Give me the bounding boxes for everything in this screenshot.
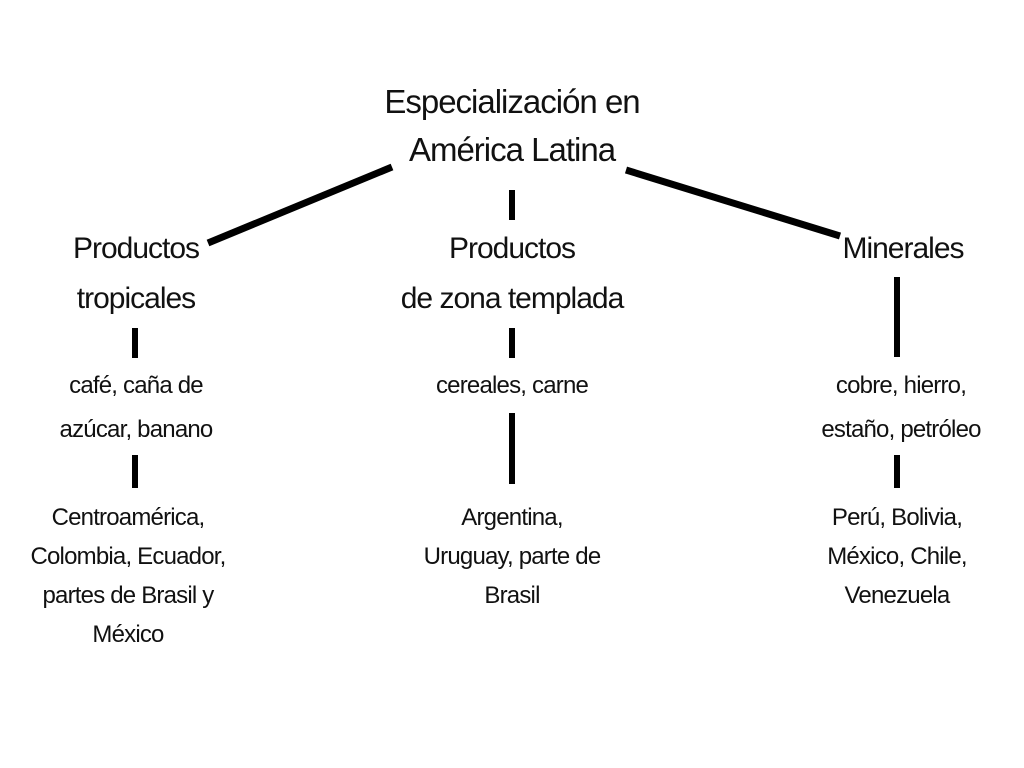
places-line: partes de Brasil y bbox=[42, 582, 214, 609]
places-line: Brasil bbox=[484, 582, 540, 609]
places-line: Colombia, Ecuador, bbox=[30, 543, 226, 570]
places-node-tropicales: Centroamérica, Colombia, Ecuador, partes… bbox=[30, 498, 226, 654]
root-node: Especialización en América Latina bbox=[384, 78, 640, 174]
places-node-templada: Argentina, Uruguay, parte de Brasil bbox=[423, 498, 602, 615]
category-line: Minerales bbox=[842, 232, 964, 265]
category-line: tropicales bbox=[76, 282, 196, 315]
places-line: México bbox=[92, 621, 164, 648]
products-node-tropicales: café, caña de azúcar, banano bbox=[59, 364, 214, 452]
products-node-minerales: cobre, hierro, estaño, petróleo bbox=[821, 364, 981, 452]
category-line: Productos bbox=[72, 232, 200, 265]
places-line: Venezuela bbox=[844, 582, 951, 609]
products-line: café, caña de bbox=[69, 372, 204, 399]
products-line: cobre, hierro, bbox=[835, 372, 967, 399]
category-node-tropicales: Productos tropicales bbox=[72, 224, 200, 324]
root-title-line-1: Especialización en bbox=[384, 83, 640, 120]
products-line: estaño, petróleo bbox=[821, 416, 981, 443]
connector-root-tropicales bbox=[206, 163, 394, 247]
category-node-minerales: Minerales bbox=[842, 224, 964, 274]
category-line: de zona templada bbox=[400, 282, 625, 315]
root-title-line-2: América Latina bbox=[408, 131, 616, 168]
products-line: cereales, carne bbox=[435, 372, 589, 399]
places-line: México, Chile, bbox=[827, 543, 967, 570]
places-line: Uruguay, parte de bbox=[423, 543, 602, 570]
products-line: azúcar, banano bbox=[59, 416, 214, 443]
products-node-templada: cereales, carne bbox=[435, 364, 589, 408]
places-line: Perú, Bolivia, bbox=[831, 504, 963, 531]
places-node-minerales: Perú, Bolivia, México, Chile, Venezuela bbox=[827, 498, 967, 615]
category-node-templada: Productos de zona templada bbox=[400, 224, 625, 324]
places-line: Centroamérica, bbox=[51, 504, 206, 531]
connector-root-minerales bbox=[624, 166, 842, 240]
category-line: Productos bbox=[448, 232, 576, 265]
places-line: Argentina, bbox=[461, 504, 563, 531]
